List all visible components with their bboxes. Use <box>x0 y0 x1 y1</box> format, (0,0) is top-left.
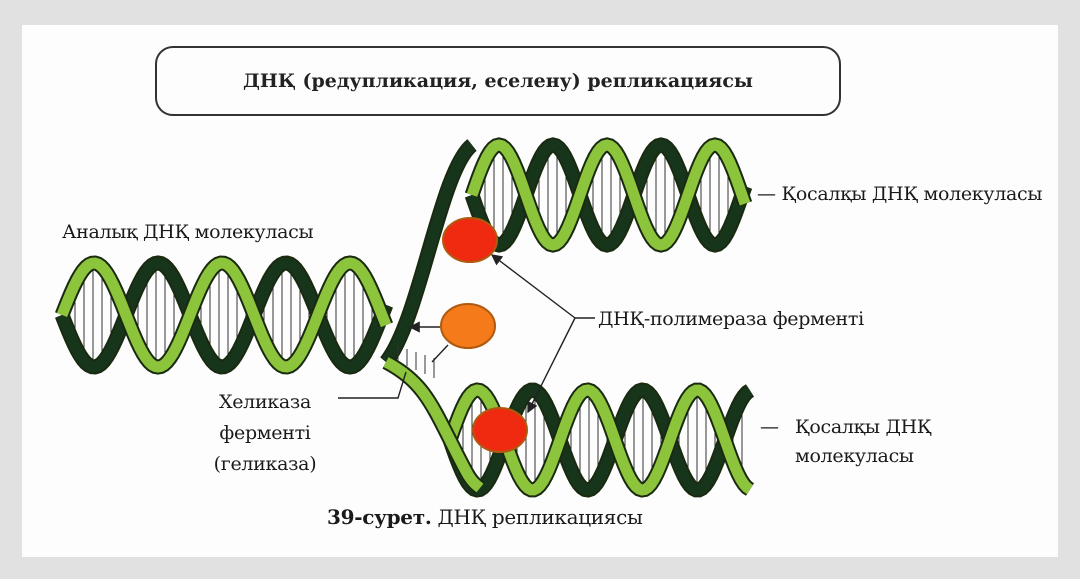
daughter-dna-top-label: — Қосалқы ДНҚ молекуласы <box>757 183 1043 205</box>
dna-polymerase-top <box>442 217 498 263</box>
daughter-dna-top-helix <box>464 137 753 253</box>
helicase-label: Хеликаза ферменті (геликаза) <box>190 387 340 480</box>
parent-dna-helix <box>55 255 393 375</box>
fork-light-strand <box>383 357 484 493</box>
diagram-title: ДНҚ (редупликация, еселену) репликациясы <box>243 70 753 92</box>
daughter-dna-bottom-label: —Қосалқы ДНҚ молекуласы <box>760 413 932 471</box>
daughter-bottom-line-1: Қосалқы ДНҚ <box>795 416 932 438</box>
parent-dna-label: Аналық ДНҚ молекуласы <box>62 221 314 243</box>
light-strand <box>466 139 751 251</box>
caption-text: ДНҚ репликациясы <box>437 505 643 529</box>
arrow-to-bottom-polymerase <box>527 317 576 414</box>
figure-caption: 39-сурет. ДНҚ репликациясы <box>327 505 643 529</box>
daughter-bottom-line-2: молекуласы <box>795 445 914 467</box>
polymerase-label: ДНҚ-полимераза ферменті <box>598 308 864 330</box>
helicase-line-2: ферменті <box>219 422 311 444</box>
light-strand <box>56 257 392 373</box>
helicase-line-3: (геликаза) <box>213 453 317 475</box>
dark-strand <box>466 139 751 251</box>
dna-polymerase-bottom <box>472 407 528 453</box>
orange-enzyme-arrow <box>431 344 449 363</box>
title-box: ДНҚ (редупликация, еселену) репликациясы <box>155 46 841 116</box>
fork-dark-strand <box>381 140 476 366</box>
helicase-enzyme <box>440 303 496 349</box>
daughter-dna-top-text: Қосалқы ДНҚ молекуласы <box>781 183 1043 205</box>
arrow-to-top-polymerase <box>490 254 576 319</box>
figure-panel: ДНҚ (редупликация, еселену) репликациясы… <box>22 25 1058 557</box>
dark-strand <box>444 384 753 496</box>
dna-replication-diagram <box>55 137 755 498</box>
dark-strand <box>56 257 392 373</box>
helicase-leader-line <box>338 371 407 399</box>
helicase-line-1: Хеликаза <box>219 391 311 413</box>
caption-number: 39-сурет. <box>327 505 432 529</box>
